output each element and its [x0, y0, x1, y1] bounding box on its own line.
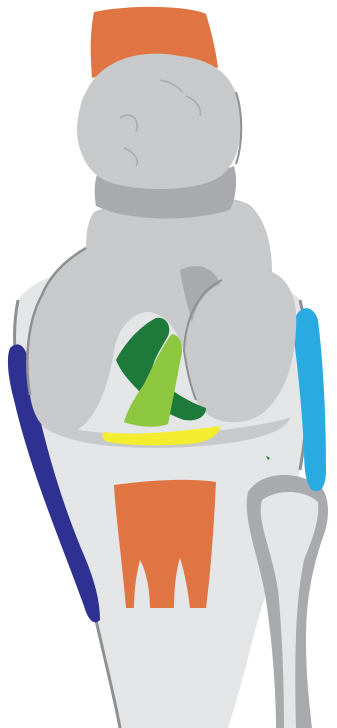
patella — [77, 54, 241, 189]
patellar-tendon — [114, 480, 216, 608]
